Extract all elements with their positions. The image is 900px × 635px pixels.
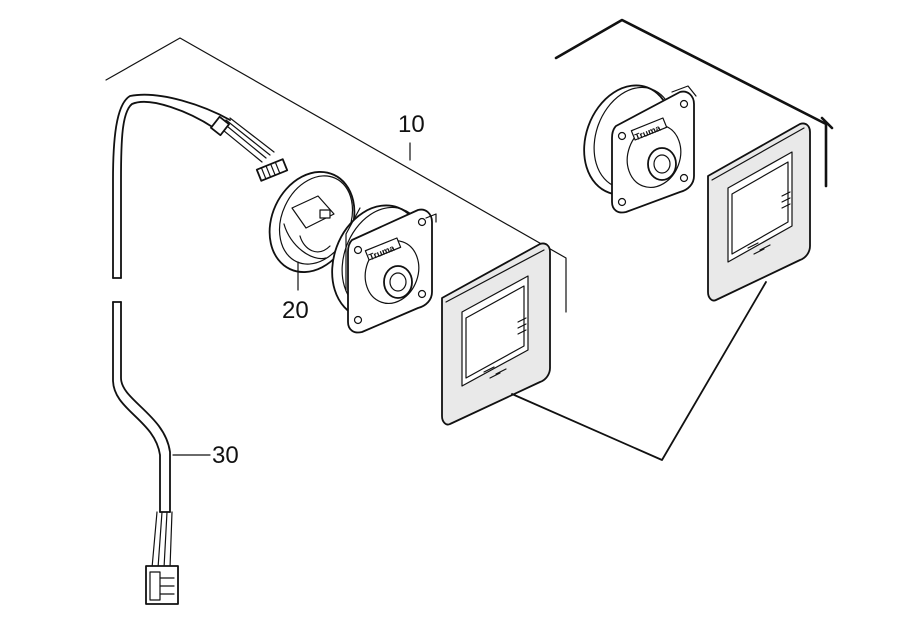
control-module-left: Truma: [331, 204, 437, 334]
control-module-right: Truma: [583, 84, 697, 214]
callout-30: 30: [212, 442, 239, 469]
assembly-right-bracket: [511, 18, 834, 461]
frame-left: [441, 242, 551, 426]
callout-20: 20: [282, 297, 309, 324]
assembly-10-bracket: [105, 37, 567, 313]
cable-30: [112, 93, 289, 605]
frame-right: [707, 122, 811, 302]
callout-10: 10: [398, 111, 425, 138]
